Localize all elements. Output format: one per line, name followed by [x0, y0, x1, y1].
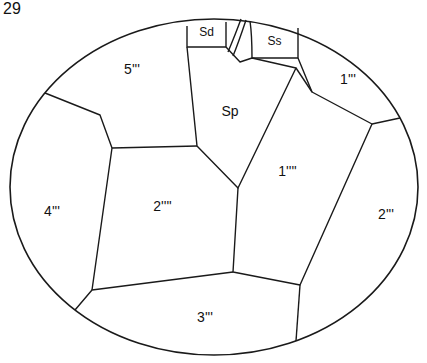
- plate-region: Sd: [196, 24, 217, 42]
- plate-region: 2'''': [150, 197, 175, 217]
- plate-region: 4''': [41, 202, 63, 222]
- plate-region: Ss: [264, 33, 285, 51]
- plate-label: 4''': [44, 204, 60, 219]
- plate-region: 1''': [337, 70, 359, 90]
- plate-label: Sd: [199, 26, 214, 39]
- plate-label: 5''': [124, 62, 140, 77]
- plate-label: Sp: [221, 104, 238, 119]
- plate-label: Ss: [267, 35, 281, 48]
- plate-region: Sp: [218, 102, 242, 122]
- plate-region: 1'''': [275, 162, 300, 182]
- plate-label: 3''': [197, 310, 213, 325]
- plate-region: 2''': [375, 205, 397, 225]
- figure-number: 29: [3, 0, 21, 18]
- plate-label: 2''': [378, 207, 394, 222]
- plate-region: 5''': [121, 60, 143, 80]
- plate-label: 1''': [340, 72, 356, 87]
- plate-region: 3''': [194, 308, 216, 328]
- plate-label: 1'''': [278, 164, 296, 179]
- plate-label: 2'''': [153, 199, 171, 214]
